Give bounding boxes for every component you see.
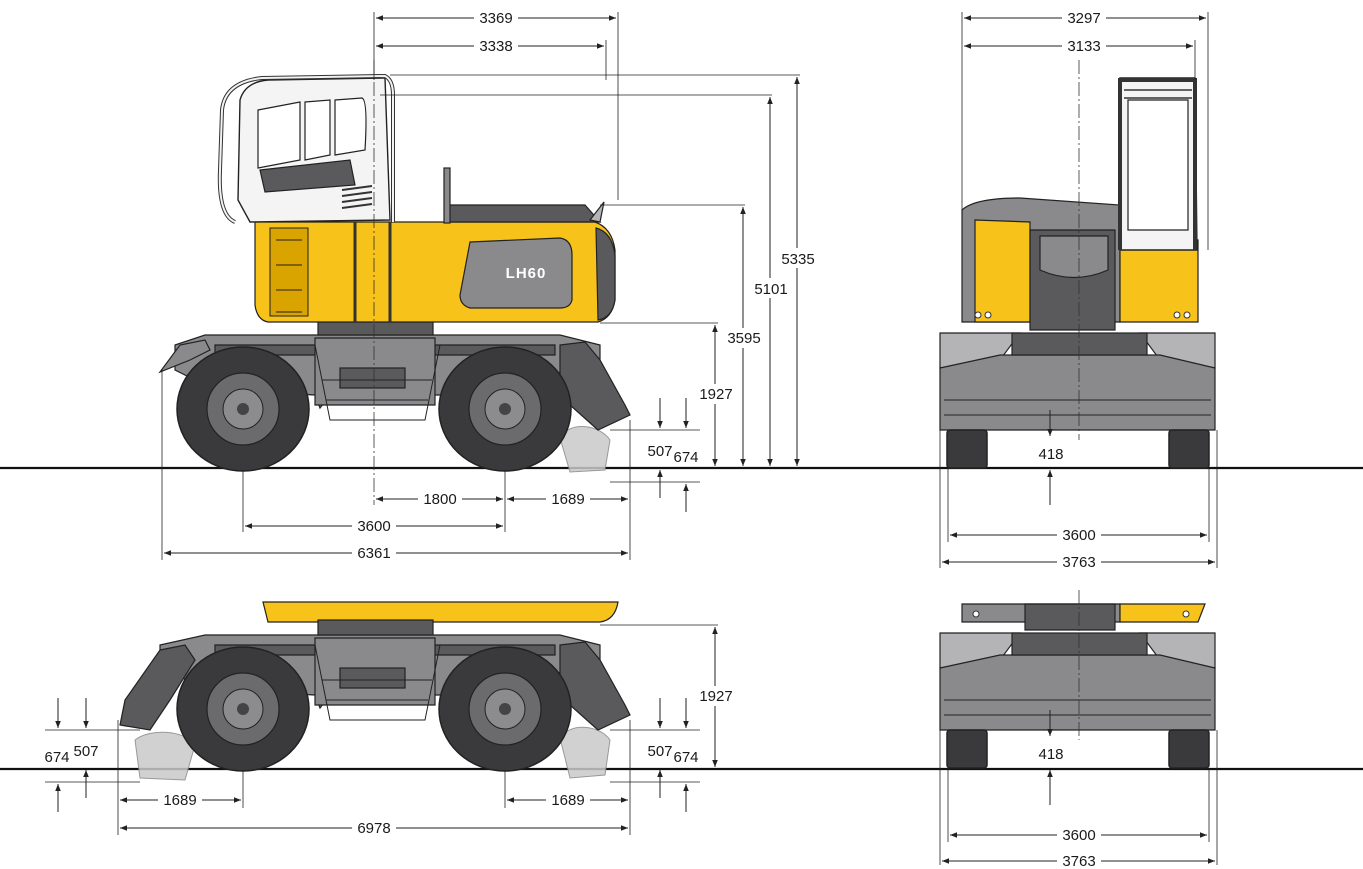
dim-width-3297: 3297 [1067,10,1100,27]
dim-height-1927-bottom: 1927 [699,688,732,705]
dim-674-side-top: 674 [673,449,698,466]
dim-height-5335: 5335 [781,251,814,268]
dims-front-bottom: 418 3600 3763 [939,710,1218,869]
dim-674-left-bottom: 674 [44,749,69,766]
dim-length-6978: 6978 [357,820,390,837]
side-view-machine-top: LH60 [158,73,631,473]
dim-track-3600-top: 3600 [1062,527,1095,544]
dim-length-6361: 6361 [357,545,390,562]
dim-width-3763-top: 3763 [1062,554,1095,571]
dim-height-1927: 1927 [699,386,732,403]
dim-clearance-418-bottom: 418 [1038,746,1063,763]
dim-1689-left-bottom: 1689 [163,792,196,809]
dim-clearance-418-top: 418 [1038,446,1063,463]
dim-507-right-bottom: 507 [647,743,672,760]
dims-front-top: 3297 3133 418 3600 3763 [939,8,1218,571]
dim-1689-right-bottom: 1689 [551,792,584,809]
dim-507-side-top: 507 [647,443,672,460]
dim-width-3763-bottom: 3763 [1062,853,1095,869]
front-view-machine-top [939,77,1216,469]
dim-width-3338: 3338 [479,38,512,55]
dim-507-left-bottom: 507 [73,743,98,760]
dims-side-top: 3369 3338 5335 5101 3595 1927 507 6 [161,8,818,562]
dims-side-bottom: 1927 507 674 674 507 1689 1689 [44,624,736,837]
side-view-machine-bottom [119,601,631,781]
dim-674-right-bottom: 674 [673,749,698,766]
model-badge: LH60 [506,265,547,282]
dim-width-3369: 3369 [479,10,512,27]
dim-height-3595: 3595 [727,330,760,347]
dim-wheelbase-3600: 3600 [357,518,390,535]
dim-1689-side-top: 1689 [551,491,584,508]
dim-height-5101: 5101 [754,281,787,298]
dim-track-3600-bottom: 3600 [1062,827,1095,844]
dim-width-3133: 3133 [1067,38,1100,55]
dim-1800: 1800 [423,491,456,508]
front-view-machine-bottom [939,603,1216,769]
